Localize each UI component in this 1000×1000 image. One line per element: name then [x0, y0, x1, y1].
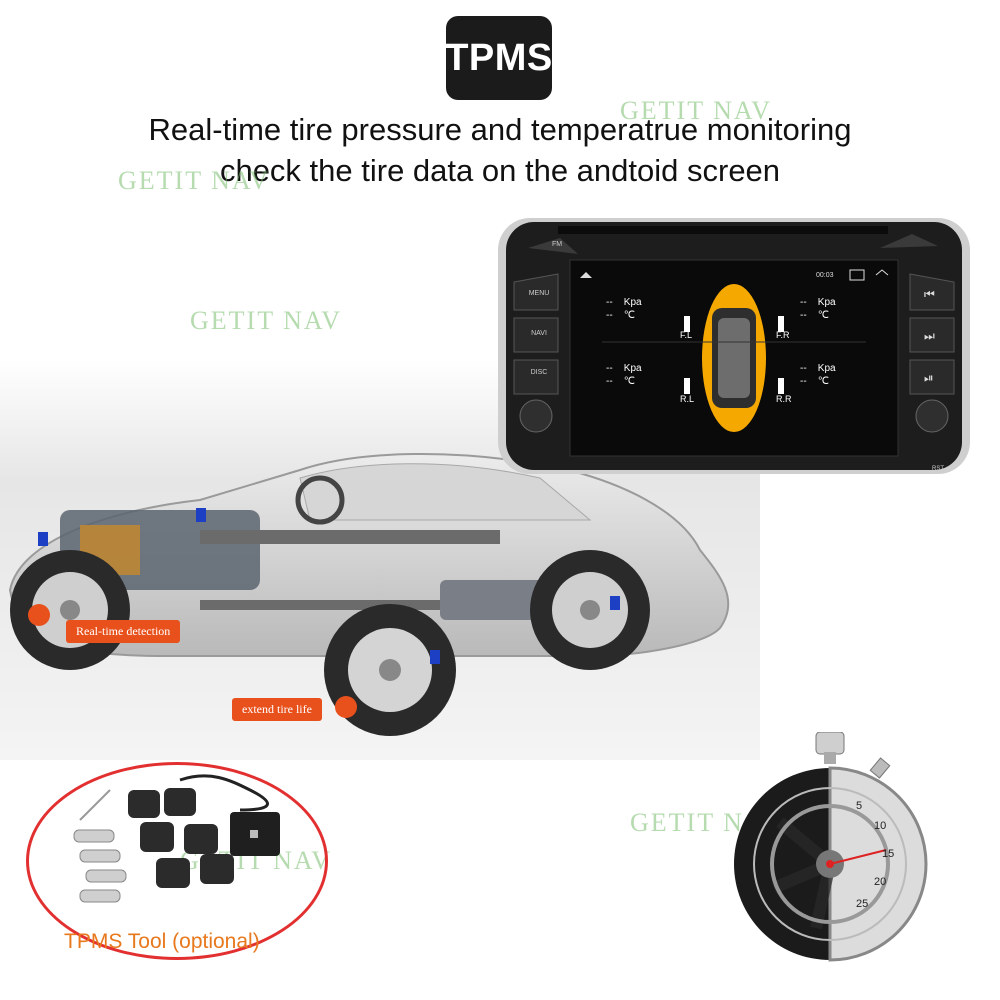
rst-label[interactable]: RST [932, 466, 944, 472]
stopwatch-tire-illustration [734, 732, 928, 962]
tune-knob [915, 399, 949, 433]
next-icon: ⏭ [924, 329, 935, 343]
disc-button [513, 359, 559, 395]
play-pause-icon: ⏯ [924, 371, 934, 385]
tire-fl-icon [684, 316, 690, 332]
tpms-badge: TPMS [445, 16, 552, 100]
fm-label[interactable]: FM [552, 241, 563, 248]
tire-rl-label: R.L [680, 394, 695, 404]
detection-dot [28, 604, 50, 626]
callout-detection: Real-time detection [66, 620, 181, 643]
fm-button [528, 238, 578, 254]
tire-life-dot [335, 696, 357, 718]
tpms-kit-outline [26, 762, 328, 960]
disc-button-label[interactable]: DISC [530, 369, 548, 376]
front-right-wheel [324, 604, 456, 736]
tire-fr-label: F.R [776, 330, 790, 340]
watermark: GETIT NAV [190, 306, 343, 335]
rear-wheel [530, 550, 650, 670]
watermark: GETIT NAV [118, 166, 271, 195]
headline-1: Real-time tire pressure and temperatrue … [148, 112, 852, 147]
tire-rr-label: R.R [776, 394, 792, 404]
prev-button [909, 273, 955, 311]
stopwatch-number: 20 [874, 876, 887, 888]
window-icon [849, 269, 865, 281]
tire-fl-readout: -- Kpa -- ℃ [606, 297, 642, 321]
tire-fr-icon [778, 316, 784, 332]
volume-knob [519, 399, 553, 433]
stopwatch-number: 25 [856, 898, 869, 910]
clock: 00:03 [816, 272, 834, 279]
tire-rr-icon [778, 378, 784, 394]
headline-2: check the tire data on the andtoid scree… [219, 153, 781, 188]
eject-button [880, 234, 938, 248]
prev-icon: ⏮ [924, 287, 935, 301]
menu-button [513, 273, 559, 311]
tire-fl-label: F.L [680, 330, 693, 340]
stopwatch-number: 15 [882, 848, 895, 860]
navi-button-label[interactable]: NAVI [531, 330, 547, 337]
tpms-kit-label: TPMS Tool (optional) [64, 930, 260, 953]
navi-button [513, 317, 559, 353]
play-pause-button [909, 359, 955, 395]
stopwatch-number: 10 [874, 820, 887, 832]
head-unit: ⏮ ⏭ ⏯ [498, 218, 970, 474]
watermark: GETIT NAV [620, 96, 773, 125]
tire-rl-readout: -- Kpa -- ℃ [606, 363, 642, 387]
home-icon [580, 272, 592, 278]
tpms-kit-illustration [73, 774, 280, 903]
tire-rl-icon [684, 378, 690, 394]
stopwatch-number: 5 [856, 800, 863, 812]
tire-rr-readout: -- Kpa -- ℃ [800, 363, 836, 387]
next-button [909, 317, 955, 353]
tire-fr-readout: -- Kpa -- ℃ [800, 297, 836, 321]
car-top-view [702, 284, 766, 432]
back-icon [875, 269, 889, 276]
callout-tire-life: extend tire life [232, 698, 322, 721]
menu-button-label[interactable]: MENU [528, 290, 550, 297]
